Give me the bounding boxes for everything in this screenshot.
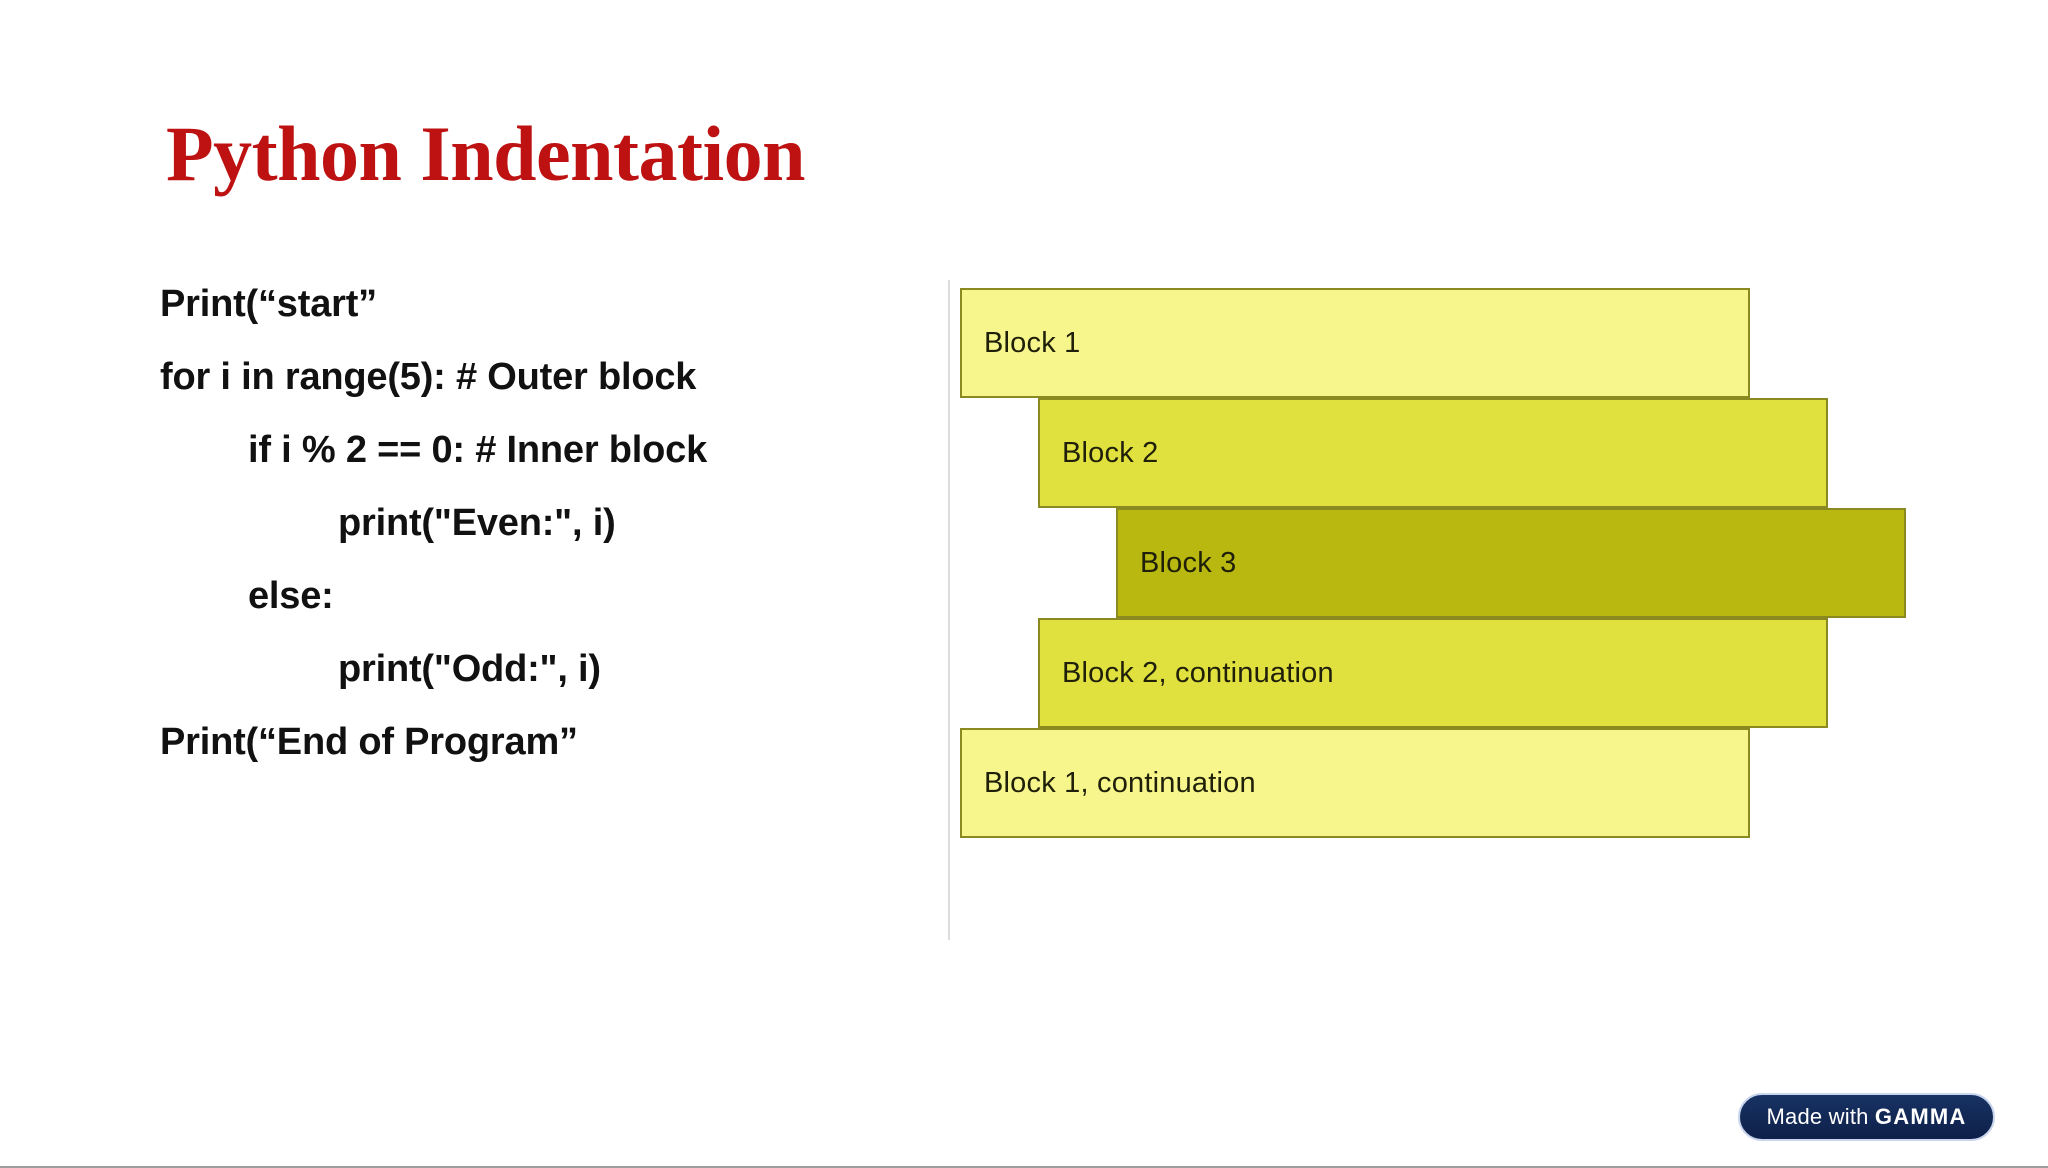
diagram-block-2-continuation: Block 2, continuation [1038, 618, 1828, 728]
diagram-block-1-label: Block 1 [984, 326, 1081, 359]
code-line-7: Print(“End of Program” [160, 721, 578, 763]
code-line-4: print("Even:", i) [338, 502, 616, 544]
indentation-diagram: Block 1 Block 2 Block 3 Block 2, continu… [948, 280, 1960, 940]
diagram-block-2-label: Block 2 [1062, 436, 1159, 469]
code-line-6: print("Odd:", i) [338, 648, 601, 690]
diagram-block-3-label: Block 3 [1140, 546, 1237, 579]
diagram-block-2-continuation-label: Block 2, continuation [1062, 656, 1334, 689]
diagram-block-2: Block 2 [1038, 398, 1828, 508]
code-line-5: else: [248, 575, 334, 617]
diagram-block-1-continuation-label: Block 1, continuation [984, 766, 1256, 799]
page-title: Python Indentation [166, 110, 806, 197]
diagram-block-1: Block 1 [960, 288, 1750, 398]
code-line-1: Print(“start” [160, 283, 377, 325]
bottom-divider [0, 1166, 2048, 1168]
diagram-blocks: Block 1 Block 2 Block 3 Block 2, continu… [950, 280, 1960, 940]
diagram-block-3: Block 3 [1116, 508, 1906, 618]
made-with-gamma-badge[interactable]: Made with GAMMA [1738, 1093, 1995, 1141]
badge-text: Made with GAMMA [1767, 1104, 1967, 1130]
diagram-block-1-continuation: Block 1, continuation [960, 728, 1750, 838]
code-line-3: if i % 2 == 0: # Inner block [248, 429, 708, 471]
badge-prefix: Made with [1766, 1104, 1875, 1129]
code-listing: Print(“start” for i in range(5): # Outer… [160, 285, 900, 761]
badge-brand: GAMMA [1874, 1104, 1967, 1129]
code-line-2: for i in range(5): # Outer block [160, 356, 697, 398]
